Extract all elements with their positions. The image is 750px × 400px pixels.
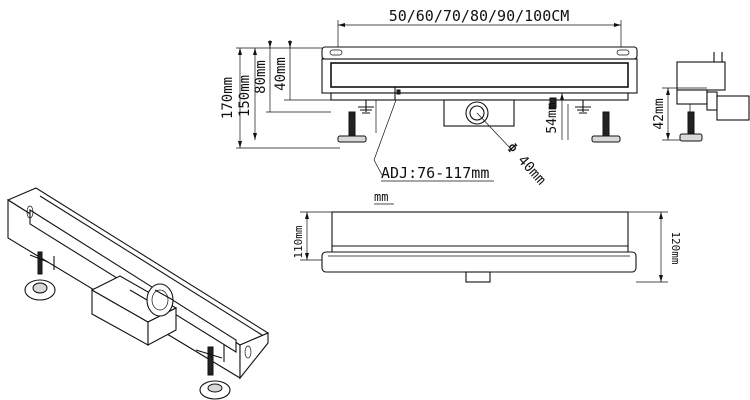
side-height-label: 42mm <box>652 98 667 129</box>
height-150-label: 150mm <box>237 75 253 117</box>
side-view: 42mm <box>652 52 750 142</box>
height-40-label: 40mm <box>273 57 289 91</box>
height-120-label: 120mm <box>669 231 682 264</box>
front-view: 50/60/70/80/90/100CM <box>220 7 638 188</box>
adjustment-label: ADJ:76-117mm <box>381 164 489 182</box>
isometric-view <box>6 187 270 400</box>
length-dimension-label: 50/60/70/80/90/100CM <box>389 7 570 25</box>
section-view: mm 110mm 120mm <box>292 190 682 283</box>
outlet-height-label: 54mm <box>545 102 560 133</box>
height-170-label: 170mm <box>220 77 236 119</box>
height-110-label: 110mm <box>292 225 305 258</box>
height-80-label: 80mm <box>253 60 269 94</box>
view-unit-label: mm <box>374 190 388 204</box>
outlet-diameter-label: Φ 40mm <box>503 140 549 188</box>
